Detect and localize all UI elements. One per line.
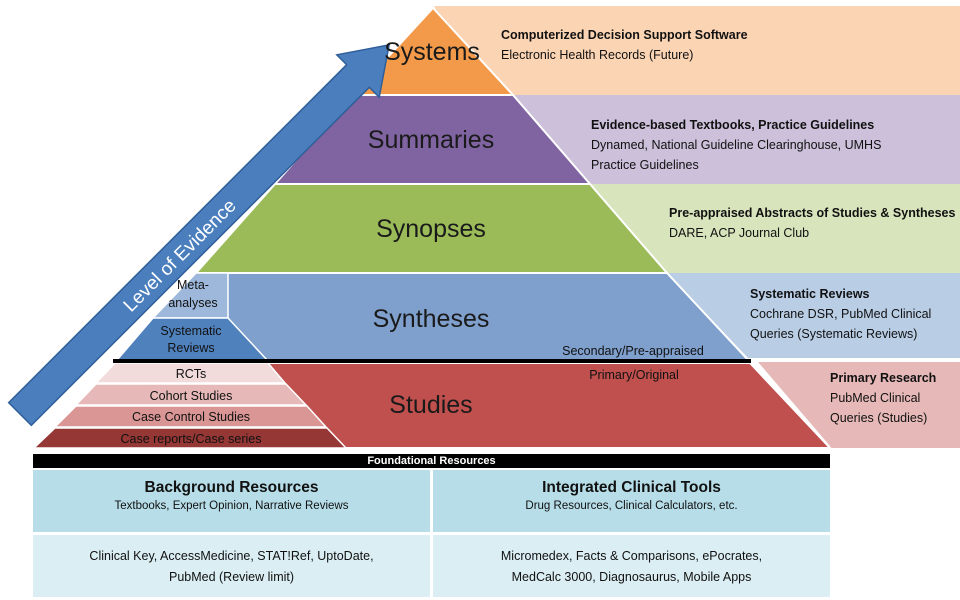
synopses-label: Synopses xyxy=(376,215,486,243)
summaries-label: Summaries xyxy=(368,126,494,154)
syntheses-label: Syntheses xyxy=(373,305,490,333)
primary-secondary-divider xyxy=(113,359,751,363)
syntheses-panel-title: Systematic Reviews xyxy=(750,287,870,301)
summaries-panel-title: Evidence-based Textbooks, Practice Guide… xyxy=(591,118,875,132)
systems-panel-line1: Electronic Health Records (Future) xyxy=(501,48,694,62)
integrated-tools-title: Integrated Clinical Tools xyxy=(542,479,721,496)
systems-panel-text: Computerized Decision Support Software E… xyxy=(501,25,748,65)
studies-label: Studies xyxy=(389,391,472,419)
cohort-band xyxy=(74,383,308,406)
synopses-panel-text: Pre-appraised Abstracts of Studies & Syn… xyxy=(669,203,955,243)
background-resources-subtitle: Textbooks, Expert Opinion, Narrative Rev… xyxy=(114,500,349,512)
case-control-band xyxy=(53,405,328,428)
studies-panel-text: Primary Research PubMed Clinical Queries… xyxy=(830,368,936,428)
background-resources-line1: Clinical Key, AccessMedicine, STAT!Ref, … xyxy=(89,549,374,563)
studies-panel-line2: Queries (Studies) xyxy=(830,411,928,425)
integrated-tools-cell: Integrated Clinical Tools Drug Resources… xyxy=(433,470,830,532)
integrated-tools-list: Micromedex, Facts & Comparisons, ePocrat… xyxy=(433,546,830,588)
background-resources-title: Background Resources xyxy=(144,479,319,496)
meta-analyses-line2: analyses xyxy=(168,296,217,310)
case-reports-label: Case reports/Case series xyxy=(120,432,261,446)
cohort-label: Cohort Studies xyxy=(150,389,233,403)
primary-label: Primary/Original xyxy=(589,368,679,382)
systematic-reviews-line2: Reviews xyxy=(167,341,214,355)
background-resources-body xyxy=(33,535,430,597)
integrated-tools-header xyxy=(433,470,830,532)
background-resources-line2: PubMed (Review limit) xyxy=(168,570,295,584)
studies-panel-line1: PubMed Clinical xyxy=(830,391,921,405)
synopses-panel xyxy=(590,184,960,273)
integrated-tools-subtitle: Drug Resources, Clinical Calculators, et… xyxy=(525,500,738,512)
integrated-tools-body xyxy=(433,535,830,597)
background-resources-list: Clinical Key, AccessMedicine, STAT!Ref, … xyxy=(33,546,430,588)
case-reports-band xyxy=(32,427,348,449)
systems-panel xyxy=(434,6,960,95)
syntheses-panel xyxy=(667,273,960,358)
rcts-label: RCTs xyxy=(176,367,207,381)
syntheses-panel-line1: Cochrane DSR, PubMed Clinical xyxy=(750,307,932,321)
synopses-panel-line1: DARE, ACP Journal Club xyxy=(669,226,810,240)
foundational-resources-bar: Foundational Resources xyxy=(33,454,830,468)
studies-panel xyxy=(758,362,960,448)
systematic-reviews-line1: Systematic xyxy=(160,324,221,338)
secondary-label: Secondary/Pre-appraised xyxy=(562,344,704,358)
summaries-panel-text: Evidence-based Textbooks, Practice Guide… xyxy=(591,115,881,175)
integrated-tools-line1: Micromedex, Facts & Comparisons, ePocrat… xyxy=(500,549,763,563)
background-resources-header xyxy=(33,470,430,532)
integrated-tools-line2: MedCalc 3000, Diagnosaurus, Mobile Apps xyxy=(511,570,752,584)
syntheses-panel-line2: Queries (Systematic Reviews) xyxy=(750,327,918,341)
studies-panel-title: Primary Research xyxy=(830,371,937,385)
level-of-evidence-arrow xyxy=(7,43,391,427)
meta-analyses-line1: Meta- xyxy=(177,278,209,292)
summaries-panel-line1: Dynamed, National Guideline Clearinghous… xyxy=(591,138,882,152)
background-resources-cell: Background Resources Textbooks, Expert O… xyxy=(33,470,430,532)
summaries-panel xyxy=(513,95,960,184)
summaries-panel-line2: Practice Guidelines xyxy=(591,158,699,172)
systems-label: Systems xyxy=(384,38,480,66)
systems-panel-title: Computerized Decision Support Software xyxy=(501,28,748,42)
syntheses-panel-text: Systematic Reviews Cochrane DSR, PubMed … xyxy=(750,284,931,344)
case-control-label: Case Control Studies xyxy=(132,410,250,424)
synopses-panel-title: Pre-appraised Abstracts of Studies & Syn… xyxy=(669,206,956,220)
